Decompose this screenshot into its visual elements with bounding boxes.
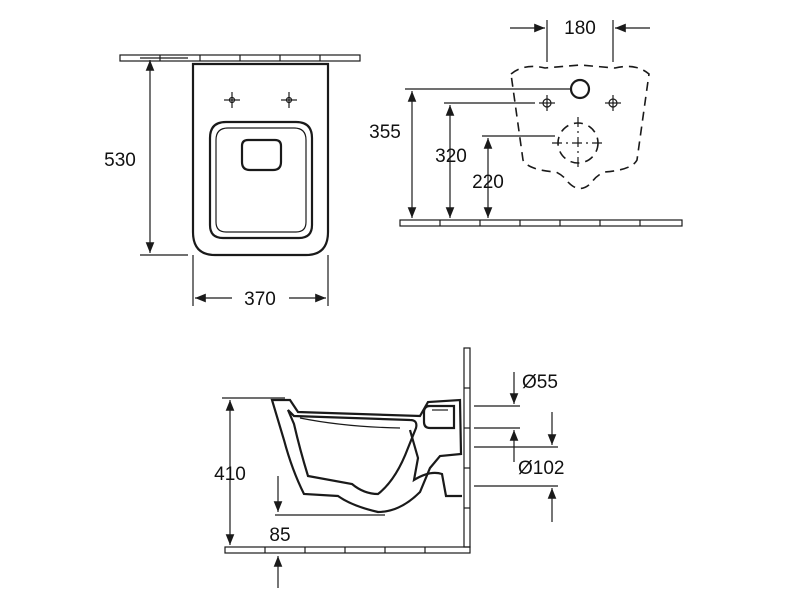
outlet-circle-dashed: [552, 117, 604, 169]
dimension-label-410: 410: [214, 464, 246, 485]
dimension-outlet-diameter: Ø102: [474, 412, 564, 522]
dimension-label-220: 220: [472, 172, 504, 193]
back-view: 180 355 320 220: [369, 18, 683, 227]
dimension-label-85: 85: [269, 525, 290, 546]
dimension-fixing-spacing: 180: [510, 18, 650, 62]
front-wall: [119, 54, 361, 62]
back-floor: [399, 219, 683, 227]
dimension-fixing-height: 355: [369, 88, 570, 218]
inlet-circle: [569, 78, 591, 100]
fixing-mark-right: [281, 92, 297, 108]
dimension-inlet-diameter: Ø55: [474, 372, 558, 462]
front-bowl-outline: [208, 120, 314, 240]
side-wall: [463, 347, 471, 548]
dimension-label-d55: Ø55: [522, 372, 558, 393]
side-view: 410 85 Ø55 Ø102: [214, 347, 564, 588]
front-bowl-inner: [215, 127, 307, 233]
dimension-outlet-height: 220: [472, 135, 555, 218]
dimension-outlet-offset: 85: [269, 476, 385, 588]
inlet-box: [422, 404, 456, 430]
dimension-label-180: 180: [564, 18, 596, 39]
bowl-section-outer: [270, 398, 463, 514]
dimension-label-370: 370: [244, 289, 276, 310]
dimension-depth-height: 410: [214, 397, 285, 545]
dimension-width-front: 370: [192, 255, 329, 310]
dimension-label-320: 320: [435, 146, 467, 167]
back-fixing-right: [605, 95, 621, 111]
side-floor: [224, 546, 471, 554]
fixing-mark-left: [224, 92, 240, 108]
flush-opening: [240, 138, 283, 172]
bowl-section-inner: [286, 409, 418, 496]
dimension-height-front: 530: [104, 57, 188, 256]
dimension-label-530: 530: [104, 150, 136, 171]
back-outline-dashed: [510, 64, 650, 190]
dimension-inlet-height: 320: [435, 102, 535, 218]
bowl-rim-line: [299, 417, 401, 429]
siphon: [408, 429, 462, 498]
dimension-label-355: 355: [369, 122, 401, 143]
back-fixing-left: [539, 95, 555, 111]
front-body-outline: [191, 62, 330, 257]
front-view: 530 370: [104, 54, 361, 310]
dimension-label-d102: Ø102: [518, 458, 564, 479]
